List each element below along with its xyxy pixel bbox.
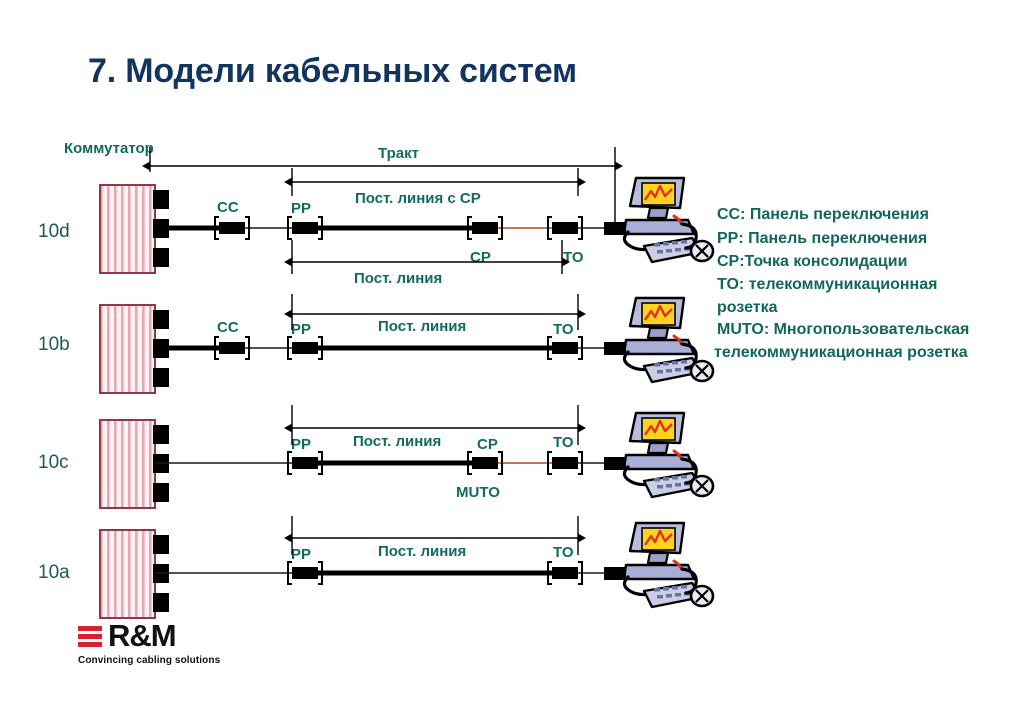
legend-item-to-cont: розетка (717, 299, 778, 316)
logo-tagline: Convincing cabling solutions (78, 655, 221, 666)
span-10a-permanent-link: Пост. линия (284, 516, 586, 560)
logo-name: R&M (108, 618, 177, 653)
connector-10d-wall (604, 222, 626, 235)
connector-label-10b-to: TO (553, 321, 574, 338)
connector-label-10c-to: TO (553, 434, 574, 451)
connector-10d-cc[interactable] (214, 216, 250, 240)
span-10d-permanent-link-with-cp: Пост. линия с CP (284, 168, 586, 207)
connector-10a-to[interactable] (547, 561, 583, 585)
connector-label-10a-to: TO (553, 544, 574, 561)
connector-10b-to[interactable] (547, 336, 583, 360)
workstation-icon-10d (622, 176, 715, 264)
legend: CC: Панель переключения PP: Панель перек… (714, 206, 969, 361)
logo-bars-icon (78, 624, 102, 647)
span-10c-permanent-link: Пост. линия (284, 405, 586, 450)
workstation-icon-10c (622, 411, 715, 499)
connector-10c-wall (604, 457, 626, 470)
workstation-icon-10b (622, 296, 715, 384)
span-label-10a-1: Пост. линия (378, 543, 466, 560)
connector-10c-cp[interactable] (467, 451, 503, 475)
legend-item-cp: CP:Точка консолидации (717, 253, 907, 270)
patch-panel-10a (99, 529, 170, 619)
connector-10d-cp[interactable] (467, 216, 503, 240)
legend-item-muto: MUTO: Многопользовательская (717, 321, 969, 338)
span-label-10d-2: Пост. линия (354, 270, 442, 287)
legend-item-to: TO: телекоммуникационная (717, 276, 937, 293)
legend-item-cc: CC: Панель переключения (717, 206, 929, 223)
switch-label: Коммутатор (64, 140, 154, 157)
span-10d-permanent-link: Пост. линия (284, 240, 570, 287)
brand-logo: R&M Convincing cabling solutions (78, 620, 220, 666)
page-title: 7. Модели кабельных систем (88, 52, 577, 90)
connector-10b-wall (604, 342, 626, 355)
row-10c: 10c PP CP TO MUTO Пост. линия (38, 405, 715, 509)
connector-10b-pp[interactable] (287, 336, 323, 360)
connector-label-10c-pp: PP (291, 436, 311, 453)
connector-label-10d-pp: PP (291, 200, 311, 217)
connector-10b-cc[interactable] (214, 336, 250, 360)
span-10b-permanent-link: Пост. линия (284, 294, 586, 335)
connector-label-10c-cp: CP (477, 436, 498, 453)
span-label-10b-1: Пост. линия (378, 318, 466, 335)
connector-label-10b-cc: CC (217, 319, 239, 336)
connector-10c-to[interactable] (547, 451, 583, 475)
row-id-10d: 10d (38, 221, 70, 242)
channel-dimension (142, 147, 623, 233)
legend-item-pp: PP: Панель переключения (717, 230, 927, 247)
span-label-10c-1: Пост. линия (353, 433, 441, 450)
row-id-10a: 10a (38, 562, 70, 583)
span-label-10d-1: Пост. линия с CP (355, 190, 481, 207)
muto-label-10c: MUTO (456, 484, 500, 501)
row-id-10c: 10c (38, 452, 69, 473)
connector-label-10d-cc: CC (217, 199, 239, 216)
connector-10a-pp[interactable] (287, 561, 323, 585)
row-10b: 10b CC PP TO Пост. линия (38, 294, 715, 394)
row-10d: 10d CC PP CP TO Пост. линия с CP (38, 168, 715, 287)
connector-10d-to[interactable] (547, 216, 583, 240)
connector-10c-pp[interactable] (287, 451, 323, 475)
row-10a: 10a PP TO Пост. линия (38, 516, 715, 619)
connector-10d-pp[interactable] (287, 216, 323, 240)
channel-label: Тракт (378, 145, 419, 162)
connector-10a-wall (604, 567, 626, 580)
connector-label-10d-cp: CP (470, 249, 491, 266)
patch-panel-10c (99, 419, 170, 509)
row-id-10b: 10b (38, 334, 70, 355)
legend-item-muto-cont: телекоммуникационная розетка (714, 344, 968, 361)
connector-label-10b-pp: PP (291, 321, 311, 338)
connector-label-10d-to: TO (563, 249, 584, 266)
connector-label-10a-pp: PP (291, 546, 311, 563)
workstation-icon-10a (622, 521, 715, 609)
